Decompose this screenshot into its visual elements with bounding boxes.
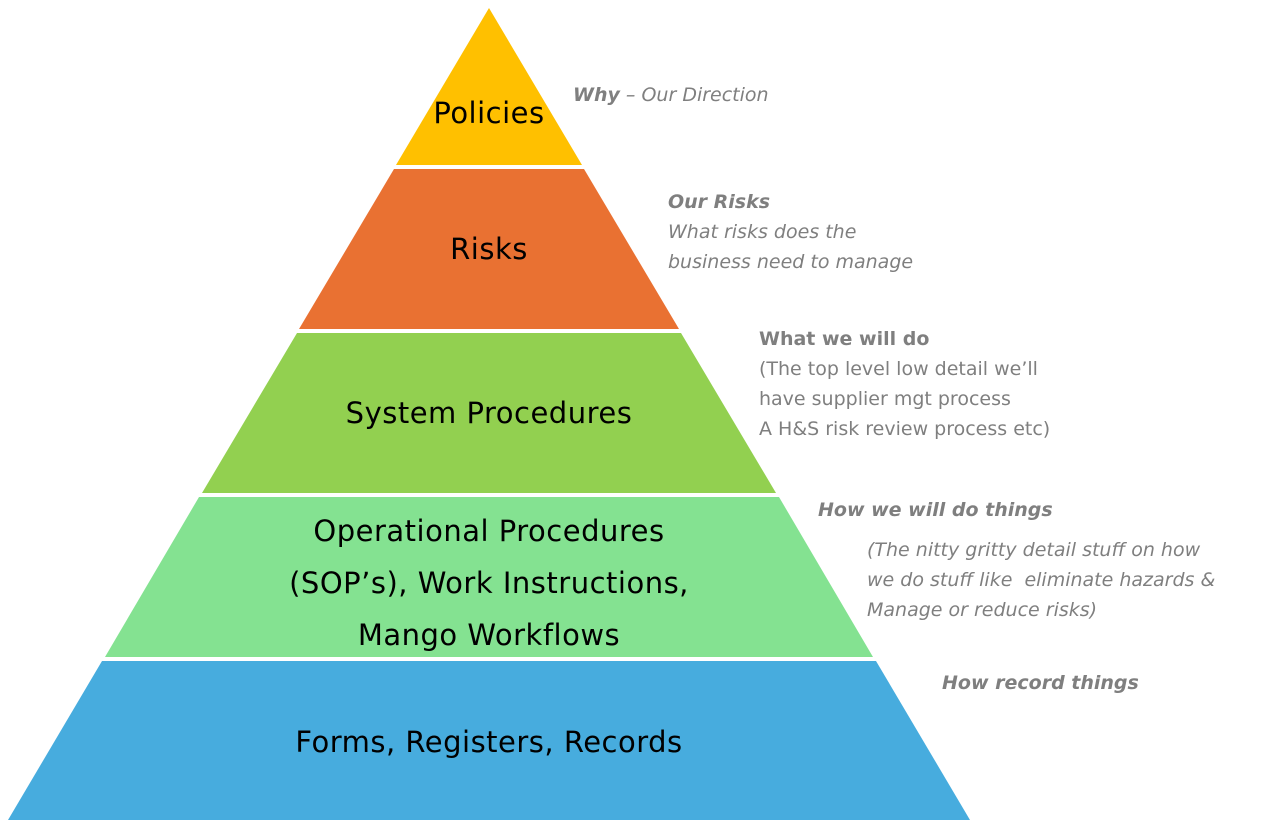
annotation-operational-title: How we will do things bbox=[818, 499, 1053, 521]
layer-risks-shape bbox=[299, 169, 679, 329]
layer-system-label: System Procedures bbox=[345, 396, 633, 430]
operational-line-2: (SOP’s), Work Instructions, bbox=[289, 566, 689, 600]
layer-policies-shape bbox=[396, 8, 582, 165]
annotation-line: business need to manage bbox=[668, 251, 914, 273]
layer-forms-label: Forms, Registers, Records bbox=[295, 725, 683, 759]
annotation-text: Our Direction bbox=[641, 84, 769, 106]
annotation-title: Why bbox=[573, 84, 620, 106]
annotation-policies: Why – Our Direction bbox=[573, 80, 769, 110]
layer-risks-label: Risks bbox=[450, 232, 528, 266]
annotation-line: Manage or reduce risks) bbox=[867, 599, 1098, 621]
layer-operational-label: Operational Procedures (SOP’s), Work Ins… bbox=[189, 505, 789, 661]
layer-policies-label: Policies bbox=[433, 96, 545, 130]
operational-line-3: Mango Workflows bbox=[357, 618, 621, 652]
annotation-dash: – bbox=[619, 84, 642, 106]
annotation-line: What risks does the bbox=[668, 221, 857, 243]
annotation-system: What we will do (The top level low detai… bbox=[759, 324, 1050, 444]
annotation-line: (The nitty gritty detail stuff on how bbox=[867, 539, 1201, 561]
annotation-forms-title: How record things bbox=[942, 672, 1139, 694]
annotation-line: A H&S risk review process etc) bbox=[759, 418, 1051, 440]
operational-line-1: Operational Procedures bbox=[313, 514, 665, 548]
layer-system-shape bbox=[202, 333, 776, 493]
layer-forms-shape bbox=[8, 661, 970, 820]
annotation-operational: (The nitty gritty detail stuff on how we… bbox=[867, 535, 1215, 625]
annotation-line: we do stuff like eliminate hazards & bbox=[867, 569, 1216, 591]
annotation-risks: Our Risks What risks does the business n… bbox=[668, 187, 913, 277]
annotation-title: Our Risks bbox=[668, 191, 771, 213]
annotation-line: have supplier mgt process bbox=[759, 388, 1011, 410]
layer-operational-shape bbox=[105, 497, 873, 657]
annotation-title: What we will do bbox=[759, 328, 930, 350]
annotation-line: (The top level low detail we’ll bbox=[759, 358, 1038, 380]
